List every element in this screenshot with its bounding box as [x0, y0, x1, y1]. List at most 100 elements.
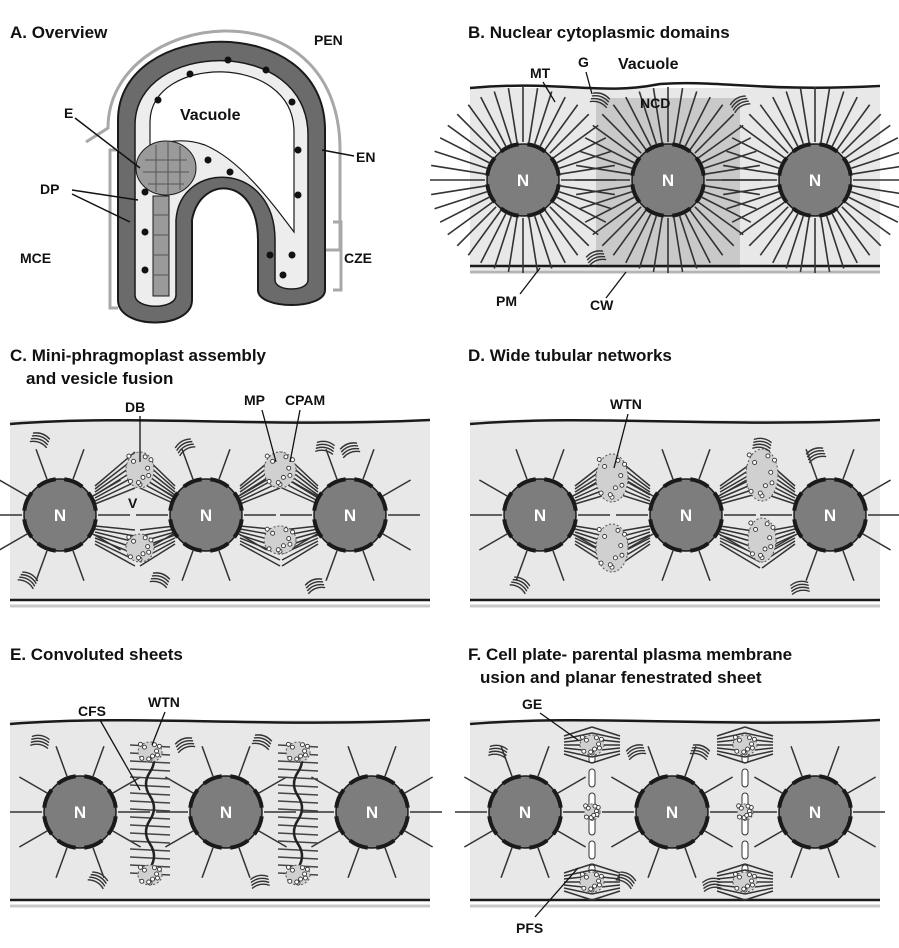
vesicle: [589, 887, 593, 891]
vesicle: [155, 872, 159, 876]
vesicle: [733, 872, 737, 876]
vesicle: [299, 877, 303, 881]
vesicle: [151, 754, 155, 758]
vesicle: [284, 528, 288, 532]
nucleus-label: N: [662, 171, 674, 190]
vesicle: [140, 879, 144, 883]
vesicle: [580, 872, 584, 876]
vesicle: [750, 879, 754, 883]
panel-e: E. Convoluted sheets: [10, 645, 183, 664]
vesicle: [284, 455, 288, 459]
vesicle: [276, 481, 280, 485]
vesicle: [753, 460, 757, 464]
vesicle: [597, 746, 601, 750]
nucleus-label: N: [666, 803, 678, 822]
vesicle: [132, 539, 136, 543]
label-e: E: [64, 105, 73, 121]
vesicle: [287, 466, 291, 470]
vesicle: [746, 804, 750, 808]
vesicle: [155, 749, 159, 753]
vesicle: [750, 746, 754, 750]
vesicle: [157, 867, 161, 871]
vesicle: [735, 749, 739, 753]
nucleus: N: [489, 776, 561, 848]
vesicle: [128, 479, 132, 483]
vesicle: [739, 806, 743, 810]
nucleus-label: N: [809, 803, 821, 822]
label-ge: GE: [522, 696, 542, 712]
vesicle: [742, 750, 746, 754]
vesicle: [597, 742, 601, 746]
vesicle: [623, 462, 627, 466]
vesicle: [758, 491, 762, 495]
vesicle: [147, 880, 151, 884]
nucleus: N: [504, 479, 576, 551]
nucleus: N: [190, 776, 262, 848]
label-wtn-d: WTN: [610, 396, 642, 412]
nucleus: N: [24, 479, 96, 551]
vesicle: [303, 753, 307, 757]
vesicle: [597, 879, 601, 883]
label-mce: MCE: [20, 250, 51, 266]
vesicle: [593, 747, 597, 751]
nucleus: N: [779, 144, 851, 216]
label-mt: MT: [530, 65, 551, 81]
vesicle: [149, 458, 153, 462]
vesicle: [616, 528, 620, 532]
vesicle: [265, 454, 269, 458]
nucleus-label: N: [54, 506, 66, 525]
vesicle: [141, 552, 145, 556]
vesicle: [152, 866, 156, 870]
label-v: V: [128, 495, 138, 511]
vesicle: [287, 537, 291, 541]
vesicle: [599, 561, 603, 565]
vesicle: [585, 815, 589, 819]
vesicle: [769, 470, 773, 474]
vesicle: [619, 544, 623, 548]
vesicle: [136, 556, 140, 560]
vesicle: [747, 453, 751, 457]
label-vacuole-a: Vacuole: [180, 107, 241, 124]
panel-d-title: D. Wide tubular networks: [468, 346, 672, 365]
vesicle: [299, 754, 303, 758]
nucleus: N: [779, 776, 851, 848]
vesicle: [746, 747, 750, 751]
nucleus-label: N: [680, 506, 692, 525]
vesicle: [281, 544, 285, 548]
vesicle: [768, 536, 772, 540]
nucleus-label: N: [200, 506, 212, 525]
vesicle: [758, 553, 762, 557]
vesicle: [749, 489, 753, 493]
nucleus-label: N: [366, 803, 378, 822]
vesicle: [141, 475, 145, 479]
vesicle: [288, 473, 292, 477]
vesicle: [747, 873, 751, 877]
vesicle: [584, 875, 588, 879]
vesicle: [151, 877, 155, 881]
nucleus-label: N: [519, 803, 531, 822]
vesicle: [132, 459, 136, 463]
label-db: DB: [125, 399, 145, 415]
vesicle: [157, 744, 161, 748]
vesicle: [603, 534, 607, 538]
nucleus: N: [632, 144, 704, 216]
vesicle: [295, 880, 299, 884]
label-en: EN: [356, 149, 375, 165]
panel-c-title-2: and vesicle fusion: [26, 369, 173, 388]
mce-bracket: [110, 150, 118, 308]
panel-c-body: NNN: [0, 420, 430, 606]
planar-fenestrated-sheet: [742, 841, 748, 859]
label-mp: MP: [244, 392, 265, 408]
nucleus-label: N: [809, 171, 821, 190]
nucleus-label: N: [534, 506, 546, 525]
vacuole-membrane-b: [470, 83, 880, 88]
panel-c-title-1: C. Mini-phragmoplast assembly: [10, 346, 267, 365]
label-cfs: CFS: [78, 703, 106, 719]
vesicle: [750, 883, 754, 887]
vesicle: [147, 550, 151, 554]
vesicle: [267, 547, 271, 551]
cze-bracket: [333, 222, 341, 290]
label-ncd: NCD: [640, 95, 670, 111]
label-dp: DP: [40, 181, 59, 197]
panel-c: C. Mini-phragmoplast assembly and vesicl…: [10, 346, 267, 388]
